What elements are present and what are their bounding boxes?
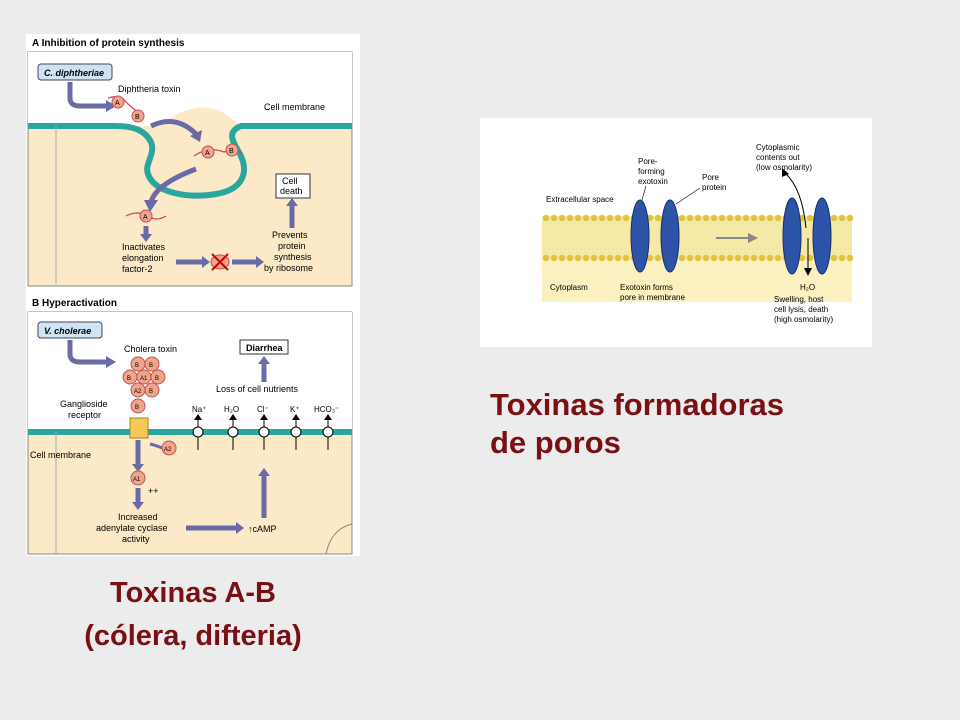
c-diphtheriae-box [37, 63, 113, 81]
svg-text:A2: A2 [164, 447, 172, 453]
cholera-toxin-cluster: B B B A1 B A2 B B [122, 356, 166, 414]
toxin-subunit-a [111, 95, 125, 109]
caption-ab-line2: (cólera, difteria) [84, 620, 302, 652]
blocked-x-icon [211, 253, 229, 271]
ion-hco3: HCO₃⁻ [314, 405, 339, 414]
pore-exotoxin-left [630, 199, 650, 273]
pore-forming-exotoxin-label: Pore- forming exotoxin [638, 157, 668, 186]
svg-text:B: B [155, 376, 159, 382]
svg-text:B: B [135, 363, 139, 369]
cytoplasm-region [542, 258, 852, 302]
toxin-subunit-b [131, 109, 145, 123]
svg-text:A2: A2 [134, 389, 142, 395]
ab-toxin-diagram: A Inhibition of protein synthesis C. dip… [26, 34, 360, 556]
caption-pore-line2: de poros [490, 425, 621, 460]
diarrhea-label: Diarrhea [246, 343, 284, 353]
cell-death-box [275, 173, 311, 199]
caption-pore-toxins: Toxinas formadoras de poros [490, 386, 784, 462]
pore-right-a [782, 197, 802, 275]
ion-na: Na⁺ [192, 405, 206, 414]
toxin-release-arrow [67, 82, 106, 109]
svg-text:A1: A1 [140, 376, 148, 382]
ganglioside-label: Ganglioside receptor [60, 399, 110, 420]
svg-text:B: B [135, 405, 139, 411]
lipid-bilayer [542, 214, 854, 262]
subunit-a1 [130, 470, 146, 486]
cell-membrane-label-a: Cell membrane [264, 102, 325, 112]
camp-label: ↑cAMP [248, 524, 277, 534]
cytoplasmic-label: Cytoplasmic contents out (low osmolarity… [756, 143, 812, 172]
ion-h2o: H₂O [224, 405, 239, 414]
cholera-toxin-label: Cholera toxin [124, 344, 177, 354]
pore-protein-label: Pore protein [702, 173, 726, 192]
ion-cl: Cl⁻ [257, 405, 269, 414]
panel-a-title: A Inhibition of protein synthesis [32, 38, 185, 49]
cytoplasm-label: Cytoplasm [550, 283, 588, 292]
exotoxin-forms-label: Exotoxin forms pore in membrane [620, 283, 685, 302]
v-cholerae-box [37, 321, 103, 339]
pore-protein-left [660, 199, 680, 273]
inactivates-ef2-label: Inactivates elongation factor-2 [122, 242, 168, 274]
adenylate-cyclase-label: Increased adenylate cyclase activity [96, 512, 170, 544]
cell-death-label: Cell death [280, 176, 303, 196]
svg-text:A: A [205, 150, 210, 157]
caption-ab-toxins: Toxinas A-B (cólera, difteria) [26, 572, 360, 658]
pore-right-b [812, 197, 832, 275]
cell-membrane-label-b: Cell membrane [30, 450, 91, 460]
svg-text:B: B [127, 376, 131, 382]
svg-text:B: B [229, 148, 234, 155]
ganglioside-receptor [129, 417, 149, 439]
c-diphtheriae-label: C. diphtheriae [44, 68, 104, 78]
svg-text:B: B [149, 389, 153, 395]
swelling-label: Swelling, host cell lysis, death (high o… [774, 295, 833, 324]
water-label: H₂O [800, 283, 815, 292]
diphtheria-toxin-label: Diphtheria toxin [118, 84, 181, 94]
svg-text:B: B [135, 114, 140, 121]
subunit-a2 [161, 440, 177, 456]
loss-nutrients-label: Loss of cell nutrients [216, 384, 299, 394]
ion-k: K⁺ [290, 405, 300, 414]
svg-text:++: ++ [148, 486, 159, 496]
svg-text:B: B [149, 363, 153, 369]
caption-ab-line1: Toxinas A-B [110, 577, 276, 609]
extracellular-label: Extracellular space [546, 195, 614, 204]
ion-channels [192, 414, 334, 450]
transition-arrow [748, 233, 758, 243]
svg-text:A: A [115, 100, 120, 107]
pore-toxin-figure: Cytoplasmic contents out (low osmolarity… [480, 118, 872, 347]
svg-text:A: A [143, 214, 148, 221]
pore-toxin-diagram: Cytoplasmic contents out (low osmolarity… [480, 118, 872, 347]
caption-pore-line1: Toxinas formadoras [490, 387, 785, 422]
ab-toxin-figure: A Inhibition of protein synthesis C. dip… [26, 34, 360, 556]
prevents-synthesis-label: Prevents protein synthesis by ribosome [264, 230, 314, 273]
v-cholerae-label: V. cholerae [44, 326, 91, 336]
free-subunit-a [139, 209, 153, 223]
panel-b-title: B Hyperactivation [32, 298, 117, 309]
diarrhea-box [239, 339, 289, 355]
svg-text:A1: A1 [133, 477, 141, 483]
